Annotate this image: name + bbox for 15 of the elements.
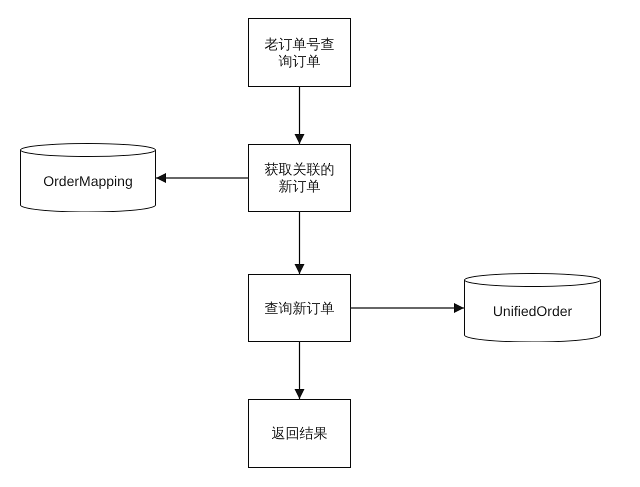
node-label: UnifiedOrder (492, 303, 572, 320)
process-box (248, 274, 351, 342)
arrow (351, 303, 464, 313)
node-label: 查询新订单 (264, 300, 334, 316)
arrow (294, 342, 304, 399)
node-label: OrderMapping (43, 173, 133, 190)
arrow (294, 87, 304, 144)
process-box (248, 144, 351, 212)
arrow (156, 173, 248, 183)
process-box (248, 399, 351, 468)
node-label: 返回结果 (272, 425, 328, 442)
process-box (248, 18, 351, 87)
arrow (294, 212, 304, 274)
node-label: 老订单号查询订单 (264, 36, 336, 70)
node-label: 获取关联的新订单 (264, 161, 336, 195)
